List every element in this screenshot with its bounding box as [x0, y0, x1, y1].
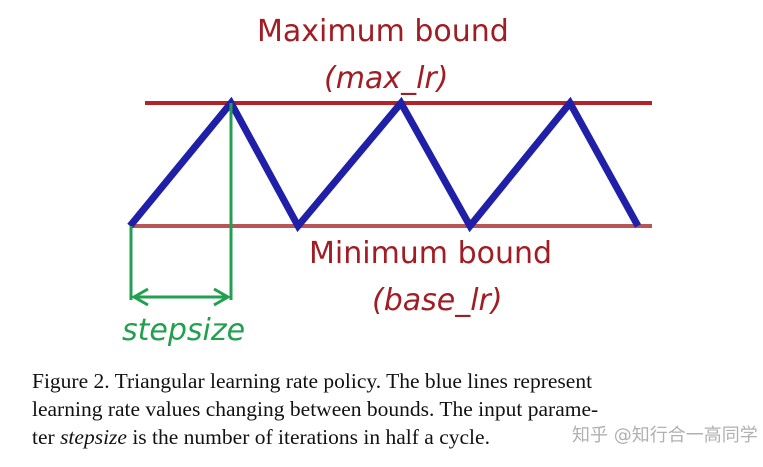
caption-line-1: Figure 2. Triangular learning rate polic…	[32, 369, 593, 393]
figure-caption: Figure 2. Triangular learning rate polic…	[32, 367, 732, 451]
triangular-lr-diagram	[127, 96, 652, 307]
stepsize-arrowhead-right	[213, 287, 232, 307]
min-bound-label: Minimum bound	[309, 236, 553, 271]
max-bound-param: (max_lr)	[324, 61, 449, 96]
caption-stepsize-var: stepsize	[60, 425, 127, 449]
triangular-lr-figure: Maximum bound (max_lr) Minimum bound (ba…	[122, 14, 652, 348]
caption-line-2: learning rate values changing between bo…	[32, 397, 599, 421]
triangular-learning-rate-wave	[127, 96, 642, 233]
caption-line-3-prefix: ter	[32, 425, 61, 449]
stepsize-arrowhead-left	[130, 287, 149, 307]
stepsize-label: stepsize	[122, 313, 246, 348]
max-bound-label: Maximum bound	[257, 14, 509, 49]
caption-line-3: ter stepsize is the number of iterations…	[32, 423, 732, 451]
watermark: 知乎 @知行合一高同学	[572, 425, 758, 446]
min-bound-param: (base_lr)	[372, 283, 503, 318]
caption-line-3-suffix: is the number of iterations in half a cy…	[126, 425, 490, 449]
